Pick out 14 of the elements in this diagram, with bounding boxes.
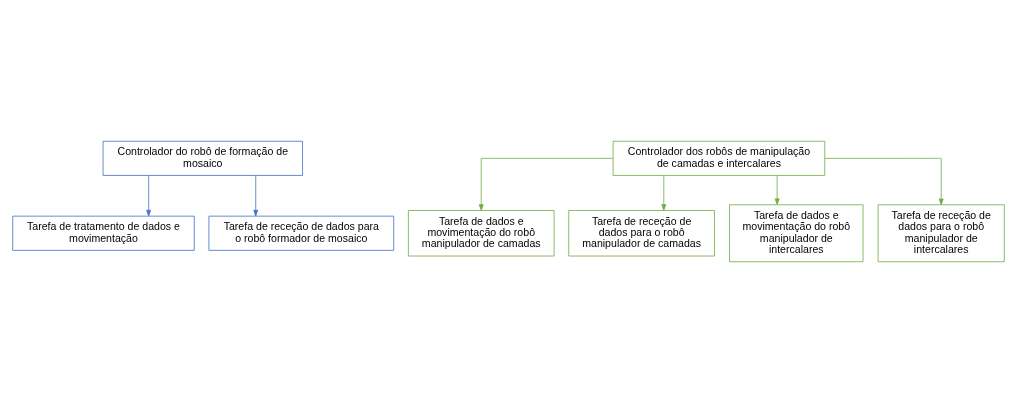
arrow [661,174,667,211]
node-box: Controlador dos robôs de manipulação de camadas e intercalares [612,140,826,176]
node-box: Tarefa de tratamento de dados e movimentação [12,215,195,251]
node-box: Controlador do robô de formação de mosaico [102,140,303,176]
node-box: Tarefa de receção de dados para o robô formador de mosaico [208,215,395,251]
node-box: Tarefa de receção de dados para o robô manipulador de intercalares [877,203,1005,262]
arrow [478,157,614,211]
arrow [253,174,259,216]
node-box: Tarefa de receção de dados para o robô manipulador de camadas [568,209,715,256]
arrow [146,174,152,216]
arrow [774,174,780,205]
arrow [824,157,944,205]
node-box: Tarefa de dados e movimentação do robô manipulador de intercalares [729,203,864,262]
node-box: Tarefa de dados e movimentação do robô manipulador de camadas [407,209,555,256]
